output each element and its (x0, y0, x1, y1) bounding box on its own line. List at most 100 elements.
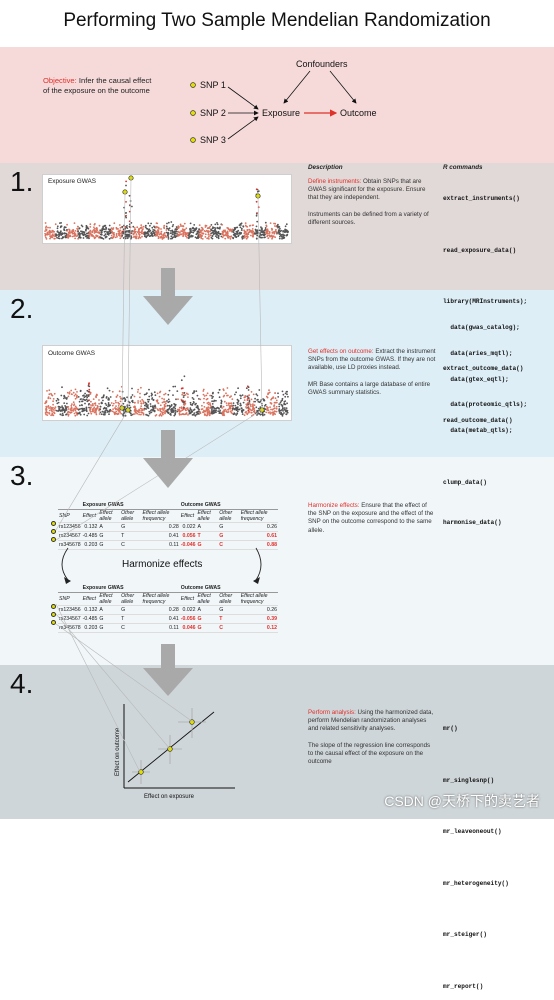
gwas-point (157, 227, 160, 229)
gwas-point (93, 226, 95, 229)
gwas-point (45, 238, 48, 240)
table-header-cell: Effect allele frequency (141, 592, 180, 606)
gwas-point (143, 235, 146, 238)
gwas-point (252, 410, 255, 413)
gwas-point (255, 237, 258, 240)
gwas-point (92, 407, 95, 410)
gwas-point (214, 227, 217, 229)
gwas-point (131, 394, 134, 396)
gwas-point (120, 385, 123, 388)
gwas-point (123, 397, 126, 399)
gwas-point (237, 408, 240, 411)
gwas-point (203, 395, 206, 397)
gwas-point (254, 230, 257, 232)
gwas-point (134, 235, 136, 238)
gwas-point (148, 410, 151, 413)
gwas-point (213, 400, 215, 403)
gwas-point (271, 231, 274, 234)
command-line (443, 221, 527, 230)
gwas-point (250, 411, 253, 414)
gwas-point (221, 411, 224, 414)
step-2-commands: extract_outcome_data() read_outcome_data… (443, 348, 523, 434)
gwas-point (287, 395, 289, 398)
table-cell: 0.132 (81, 605, 99, 615)
table-cell: 0.28 (141, 522, 180, 532)
gwas-point (71, 403, 73, 405)
gwas-point (107, 405, 109, 408)
instrument-snp-point (128, 175, 134, 181)
gwas-point (127, 400, 130, 403)
gwas-point (119, 411, 121, 414)
table-cell: A (196, 522, 219, 532)
table-header-cell: Effect allele (196, 592, 219, 606)
gwas-point (280, 229, 282, 232)
gwas-point (170, 235, 173, 238)
gwas-point (121, 390, 124, 393)
gwas-point (84, 392, 86, 395)
gwas-point (211, 229, 214, 232)
gwas-point (143, 393, 146, 396)
gwas-point (139, 231, 141, 234)
gwas-point (221, 236, 224, 239)
gwas-point (255, 213, 258, 215)
gwas-point (167, 393, 170, 396)
gwas-point (208, 235, 210, 238)
gwas-point (278, 405, 281, 408)
gwas-point (93, 228, 96, 230)
gwas-point (231, 398, 234, 400)
dag-arrow-snp3 (227, 116, 259, 140)
gwas-point (172, 410, 175, 413)
snp-marker-dot (51, 529, 56, 534)
gwas-point (86, 394, 88, 396)
gwas-point (165, 229, 168, 231)
gwas-point (64, 226, 67, 229)
gwas-point (60, 406, 62, 409)
gwas-point (181, 387, 183, 390)
gwas-point (67, 395, 70, 398)
gwas-point (207, 232, 210, 234)
gwas-point (261, 227, 263, 230)
gwas-point (182, 228, 185, 231)
gwas-point (104, 233, 107, 236)
gwas-point (195, 413, 198, 416)
gwas-point (147, 407, 150, 409)
gwas-point (139, 400, 142, 402)
gwas-point (74, 414, 77, 417)
gwas-point (227, 408, 230, 411)
table-header-cell: Other allele (218, 592, 240, 606)
command-line: data(gwas_catalog); (443, 324, 520, 332)
gwas-point (56, 402, 59, 405)
gwas-point (211, 407, 214, 409)
gwas-point (82, 234, 85, 237)
gwas-point (236, 233, 238, 235)
gwas-point (232, 231, 235, 233)
gwas-point (275, 407, 278, 410)
gwas-point (204, 414, 207, 416)
gwas-point (163, 401, 165, 403)
gwas-point (236, 231, 239, 234)
gwas-point (123, 224, 125, 227)
gwas-point (48, 231, 50, 233)
table-cell: 0.022 (179, 522, 197, 532)
gwas-point (185, 409, 187, 412)
gwas-point (210, 224, 213, 226)
gwas-point (191, 397, 194, 399)
gwas-point (95, 413, 98, 416)
gwas-point (237, 387, 240, 390)
gwas-point (221, 407, 224, 409)
gwas-point (182, 235, 185, 238)
gwas-point (286, 402, 288, 405)
gwas-point (255, 188, 258, 191)
gwas-point (178, 406, 181, 409)
gwas-point (79, 404, 81, 407)
gwas-point (247, 397, 250, 399)
gwas-point (134, 408, 137, 410)
gwas-point (220, 235, 223, 238)
gwas-point (133, 229, 136, 231)
gwas-point (124, 399, 127, 402)
gwas-point (259, 236, 262, 239)
gwas-point (174, 411, 177, 413)
gwas-point (240, 232, 243, 234)
gwas-point (250, 398, 253, 401)
gwas-point (110, 402, 113, 404)
